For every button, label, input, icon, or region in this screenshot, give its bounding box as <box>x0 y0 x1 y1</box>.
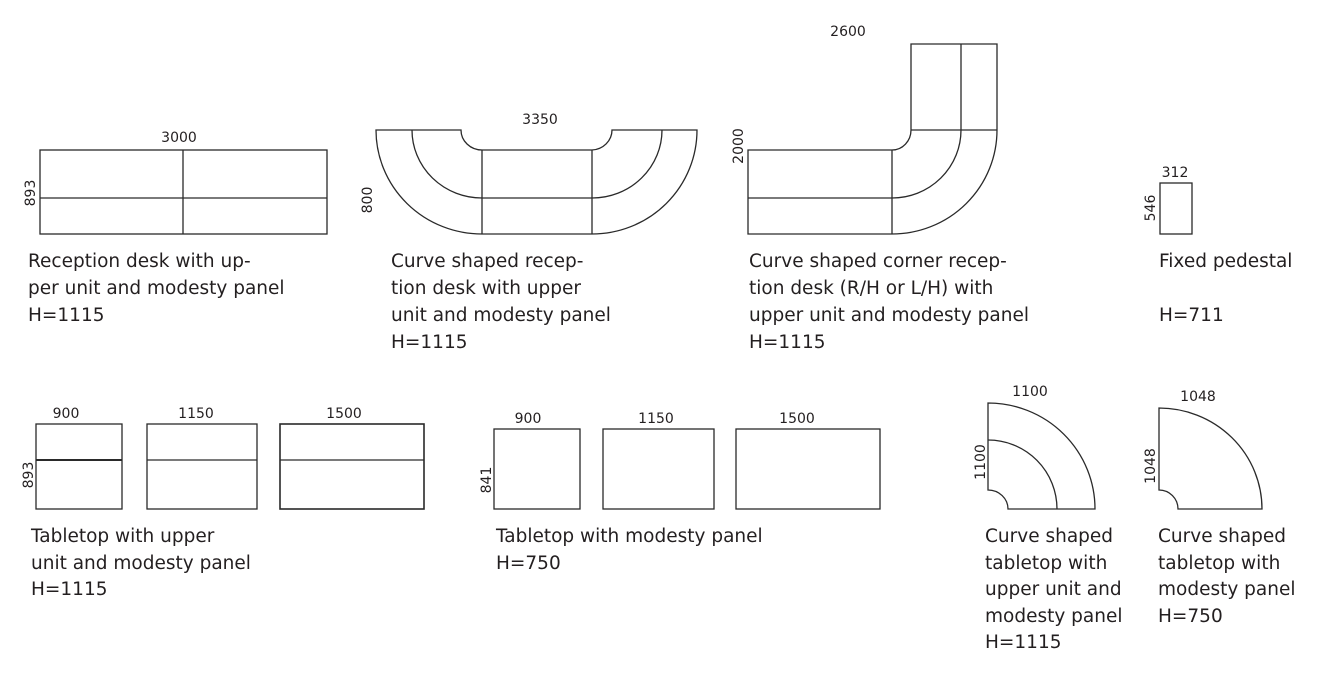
svg-text:tabletop with: tabletop with <box>985 553 1107 574</box>
caption-curve-reception-desk: Curve shaped recep- tion desk with upper… <box>391 251 611 353</box>
caption-reception-desk: Reception desk with up- per unit and mod… <box>28 251 285 326</box>
svg-text:per unit and modesty panel: per unit and modesty panel <box>28 278 285 299</box>
width-label: 900 <box>53 406 80 422</box>
svg-text:H=1115: H=1115 <box>985 632 1062 653</box>
pedestal-drawing <box>1159 182 1193 235</box>
svg-text:Reception desk with up-: Reception desk with up- <box>28 251 251 272</box>
svg-text:Tabletop with modesty panel: Tabletop with modesty panel <box>495 526 763 547</box>
svg-text:H=1115: H=1115 <box>31 579 108 600</box>
width-label: 1100 <box>1012 384 1048 400</box>
svg-text:upper unit and modesty panel: upper unit and modesty panel <box>749 305 1029 326</box>
caption-tabletop-modesty-panel: Tabletop with modesty panel H=750 <box>495 526 763 574</box>
svg-text:H=1115: H=1115 <box>391 332 468 353</box>
svg-text:Curve shaped corner recep-: Curve shaped corner recep- <box>749 251 1007 272</box>
depth-label: 893 <box>21 462 37 489</box>
reception-desk-drawing <box>39 149 328 235</box>
svg-text:modesty panel: modesty panel <box>1158 579 1296 600</box>
depth-label: 893 <box>23 180 39 207</box>
width-label: 2600 <box>830 24 866 40</box>
curve-tabletop-modesty-panel-drawing <box>1158 407 1263 510</box>
svg-text:H=750: H=750 <box>1158 606 1223 627</box>
depth-label: 1048 <box>1143 448 1159 484</box>
width-label: 3350 <box>522 112 558 128</box>
width-label: 1150 <box>638 411 674 427</box>
depth-label: 841 <box>479 467 495 494</box>
svg-text:unit and modesty panel: unit and modesty panel <box>391 305 611 326</box>
svg-text:unit and modesty panel: unit and modesty panel <box>31 553 251 574</box>
depth-label: 800 <box>360 187 376 214</box>
svg-text:H=711: H=711 <box>1159 305 1224 326</box>
svg-text:H=750: H=750 <box>496 553 561 574</box>
width-label: 1500 <box>779 411 815 427</box>
width-label: 1500 <box>326 406 362 422</box>
svg-text:H=1115: H=1115 <box>28 305 105 326</box>
svg-text:Fixed pedestal: Fixed pedestal <box>1159 251 1292 272</box>
depth-label: 1100 <box>973 444 989 480</box>
width-label: 1048 <box>1180 389 1216 405</box>
svg-text:modesty panel: modesty panel <box>985 606 1123 627</box>
svg-text:tion desk with upper: tion desk with upper <box>391 278 581 299</box>
tabletop-upper-unit-drawings <box>35 423 425 510</box>
caption-corner-reception-desk: Curve shaped corner recep- tion desk (R/… <box>749 251 1029 353</box>
caption-tabletop-upper-unit: Tabletop with upper unit and modesty pan… <box>30 526 251 600</box>
tabletop-modesty-panel-drawings <box>493 428 881 510</box>
depth-label: 546 <box>1143 195 1159 222</box>
svg-text:Curve shaped: Curve shaped <box>1158 526 1286 547</box>
width-label: 3000 <box>161 130 197 146</box>
svg-text:tabletop with: tabletop with <box>1158 553 1280 574</box>
caption-curve-tabletop-modesty-panel: Curve shaped tabletop with modesty panel… <box>1158 526 1296 627</box>
svg-text:upper unit and: upper unit and <box>985 579 1122 600</box>
width-label: 900 <box>515 411 542 427</box>
corner-reception-desk-drawing <box>747 43 998 235</box>
svg-text:Curve shaped recep-: Curve shaped recep- <box>391 251 583 272</box>
svg-text:Curve shaped: Curve shaped <box>985 526 1113 547</box>
width-label: 1150 <box>178 406 214 422</box>
svg-text:tion desk (R/H or L/H) with: tion desk (R/H or L/H) with <box>749 278 993 299</box>
caption-curve-tabletop-upper-unit: Curve shaped tabletop with upper unit an… <box>985 526 1123 653</box>
width-label: 312 <box>1162 165 1189 181</box>
curve-tabletop-upper-unit-drawing <box>987 402 1096 510</box>
svg-text:Tabletop with upper: Tabletop with upper <box>30 526 215 547</box>
caption-fixed-pedestal: Fixed pedestal H=711 <box>1159 251 1292 326</box>
depth-label: 2000 <box>731 128 747 164</box>
svg-text:H=1115: H=1115 <box>749 332 826 353</box>
curve-reception-desk-drawing <box>375 129 698 235</box>
